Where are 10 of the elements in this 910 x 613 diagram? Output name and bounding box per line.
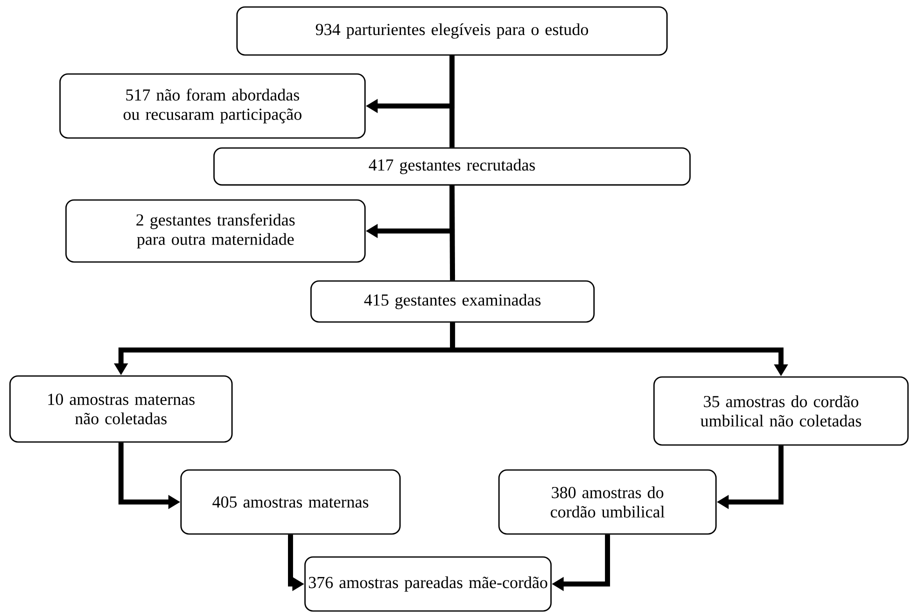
process-box: 380 amostras do cordão umbilical (498, 469, 717, 535)
process-box: 517 não foram abordadas ou recusaram participação (59, 73, 366, 139)
process-box: 2 gestantes transferidas para outra maternidade (65, 199, 366, 263)
process-box: 10 amostras maternas não coletadas (9, 375, 233, 443)
process-box: 934 parturientes elegíveis para o estudo (236, 6, 668, 56)
process-box: 405 amostras maternas (180, 469, 401, 535)
process-box: 417 gestantes recrutadas (213, 147, 691, 186)
process-box: 35 amostras do cordão umbilical não coletadas (653, 376, 909, 446)
process-box: 376 amostras pareadas mãe-cordão (304, 556, 552, 612)
process-box: 415 gestantes examinadas (310, 280, 595, 323)
